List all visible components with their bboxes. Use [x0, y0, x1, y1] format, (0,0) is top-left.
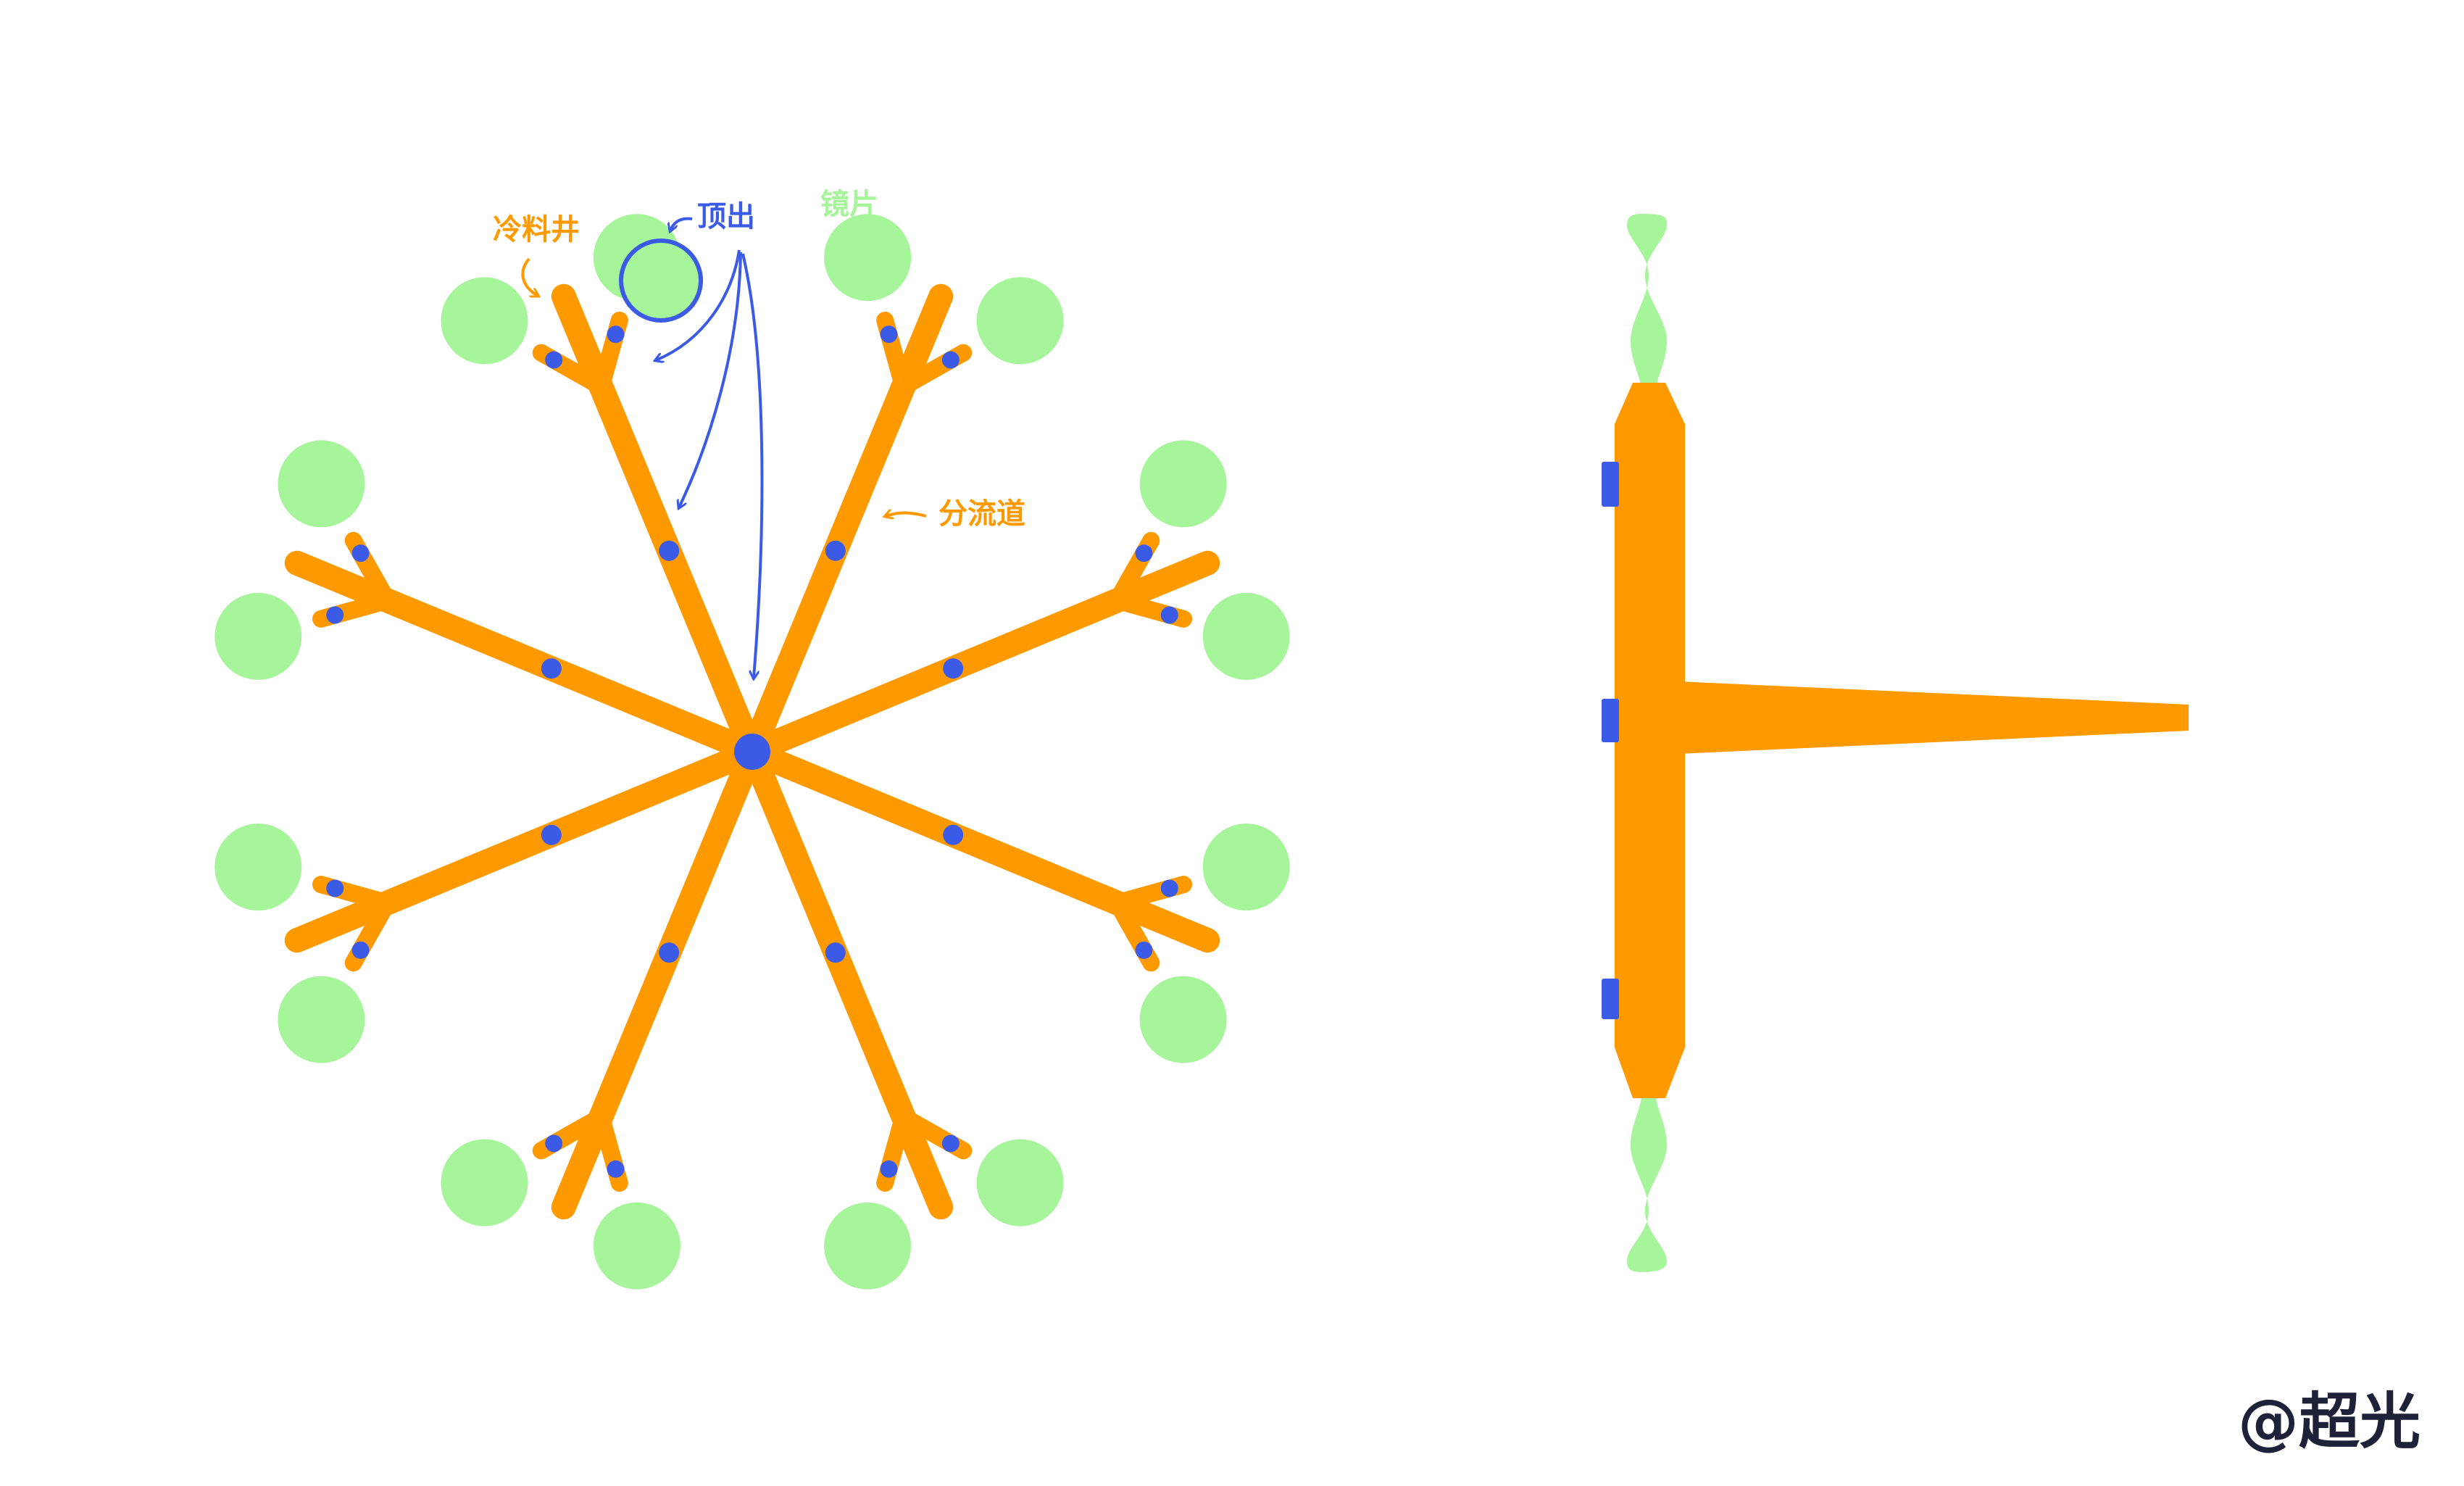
ejector-pin [825, 540, 846, 561]
lens [976, 1139, 1064, 1226]
lens [441, 1139, 528, 1226]
sprue-side [1678, 681, 2189, 754]
sprue-ejector-pin [734, 734, 770, 770]
top-view-runner-system [215, 214, 1290, 1290]
ejector-pin [351, 544, 370, 563]
ejector-pin [545, 351, 563, 369]
ejector-pin [541, 824, 562, 845]
lens [278, 440, 365, 528]
arrow-icon [656, 249, 741, 360]
ejector-pin [545, 1134, 563, 1153]
lens [215, 823, 302, 911]
ejector-pin [1160, 879, 1178, 897]
arrow-icon [521, 257, 538, 296]
lens-side-top [1627, 214, 1667, 391]
ejector-pin [607, 325, 625, 344]
highlighted-lens [619, 238, 703, 323]
ejector-pin [880, 1160, 898, 1178]
lens-label: 镜片 [820, 188, 878, 221]
lens [278, 976, 365, 1063]
ejector-pin-side-2 [1602, 699, 1619, 742]
cold-slug-well-label: 冷料井 [493, 213, 580, 246]
lens-side-bottom [1627, 1095, 1667, 1272]
ejector-pin [943, 658, 964, 679]
arrow-icon [670, 217, 693, 231]
runner-label: 分流道 [938, 497, 1025, 531]
lens [1139, 976, 1227, 1063]
lens [441, 277, 528, 365]
arrow-icon [886, 513, 927, 517]
runner-arm [740, 739, 1220, 953]
arrow-icon [679, 252, 742, 507]
runner-arm [740, 550, 1220, 764]
lens [1139, 440, 1227, 528]
ejector-pin [1135, 941, 1153, 959]
ejector-pin [941, 351, 960, 369]
runner-arm [740, 283, 954, 764]
lens [215, 592, 302, 680]
watermark-signature: @超光 [2237, 1386, 2421, 1457]
lens [824, 1202, 912, 1290]
ejector-pin [659, 942, 680, 963]
ejector-pin [1135, 544, 1153, 563]
runner-arm [284, 739, 765, 953]
ejector-pin [880, 325, 898, 344]
runner-arm [551, 739, 765, 1220]
ejector-pin [1160, 606, 1178, 624]
runner-arm [284, 550, 765, 764]
lens [1202, 592, 1290, 680]
runner-arm [740, 739, 954, 1220]
ejector-pin [607, 1160, 625, 1178]
ejector-pin-side-1 [1602, 462, 1619, 507]
runner-group [284, 283, 1220, 1220]
ejector-pin [351, 941, 370, 959]
ejector-pin-side-3 [1602, 979, 1619, 1019]
runner-arm [551, 283, 765, 764]
ejector-label: 顶出 [697, 200, 755, 233]
lens [1202, 823, 1290, 911]
ejector-pin [541, 658, 562, 679]
ejector-pin-group [326, 325, 1178, 1178]
ejector-pin [825, 942, 846, 963]
ejector-pin [943, 824, 964, 845]
runner-side [1615, 383, 1685, 1098]
annotations: 冷料井 顶出 镜片 分流道 [493, 188, 1025, 678]
lens [593, 1202, 680, 1290]
arrow-icon [741, 253, 764, 678]
lens [824, 214, 912, 302]
side-view [1602, 214, 2189, 1272]
ejector-pin [326, 879, 344, 897]
ejector-pin [659, 540, 680, 561]
ejector-pin [326, 606, 344, 624]
lens [976, 277, 1064, 365]
ejector-pin [941, 1134, 960, 1153]
